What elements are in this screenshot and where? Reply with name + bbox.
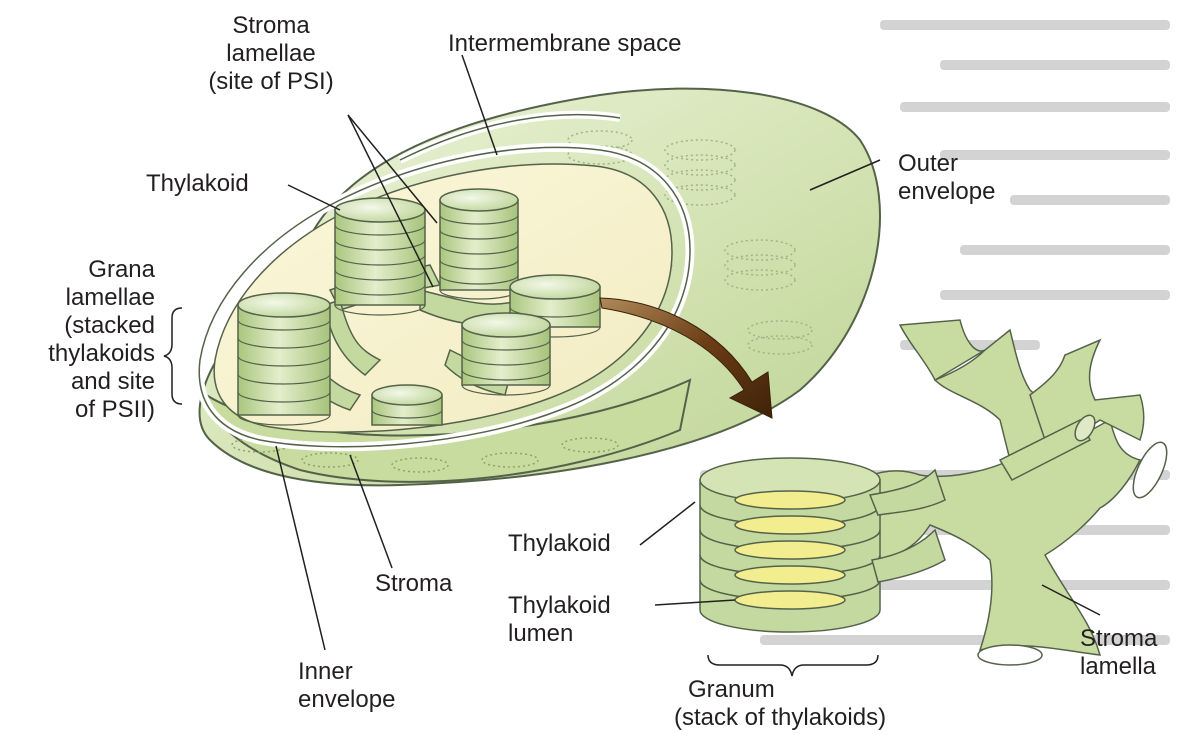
- intermembrane-space-label: Intermembrane space: [448, 30, 681, 58]
- grana-lamellae-brace: [164, 308, 182, 404]
- inner-envelope-line-1: Inner: [298, 658, 395, 686]
- grana-lamellae-line-4: thylakoids: [0, 340, 155, 368]
- thylakoid-lumen-line-2: lumen: [508, 620, 611, 648]
- stroma-lamellae-site-label: Stroma lamellae (site of PSI): [196, 12, 346, 96]
- outer-envelope-label: Outer envelope: [898, 150, 995, 206]
- stroma-lamella-line-1: Stroma: [1080, 625, 1157, 653]
- stroma-lamella-line-2: lamella: [1080, 653, 1157, 681]
- outer-envelope-line-1: Outer: [898, 150, 995, 178]
- granum-line-1: Granum: [688, 676, 886, 704]
- grana-lamellae-label: Grana lamellae (stacked thylakoids and s…: [0, 256, 155, 424]
- thylakoid-top-label: Thylakoid: [146, 170, 249, 198]
- stroma-lamellae-line-1: Stroma: [196, 12, 346, 40]
- outer-envelope-line-2: envelope: [898, 178, 995, 206]
- thylakoid-lumen-line-1: Thylakoid: [508, 592, 611, 620]
- granum-line-2: (stack of thylakoids): [674, 704, 886, 732]
- stroma-lamellae-line-2: lamellae: [196, 40, 346, 68]
- inner-envelope-label: Inner envelope: [298, 658, 395, 714]
- grana-lamellae-line-3: (stacked: [0, 312, 155, 340]
- granum-label: Granum (stack of thylakoids): [688, 676, 886, 732]
- inner-envelope-line-2: envelope: [298, 686, 395, 714]
- grana-lamellae-line-1: Grana: [0, 256, 155, 284]
- stroma-lamella-label: Stroma lamella: [1080, 625, 1157, 681]
- stroma-label: Stroma: [375, 570, 452, 598]
- granum-brace: [708, 655, 878, 676]
- stroma-lamellae-line-3: (site of PSI): [196, 68, 346, 96]
- grana-lamellae-line-2: lamellae: [0, 284, 155, 312]
- grana-lamellae-line-6: of PSII): [0, 396, 155, 424]
- grana-lamellae-line-5: and site: [0, 368, 155, 396]
- thylakoid-granum-label: Thylakoid: [508, 530, 611, 558]
- thylakoid-lumen-label: Thylakoid lumen: [508, 592, 611, 648]
